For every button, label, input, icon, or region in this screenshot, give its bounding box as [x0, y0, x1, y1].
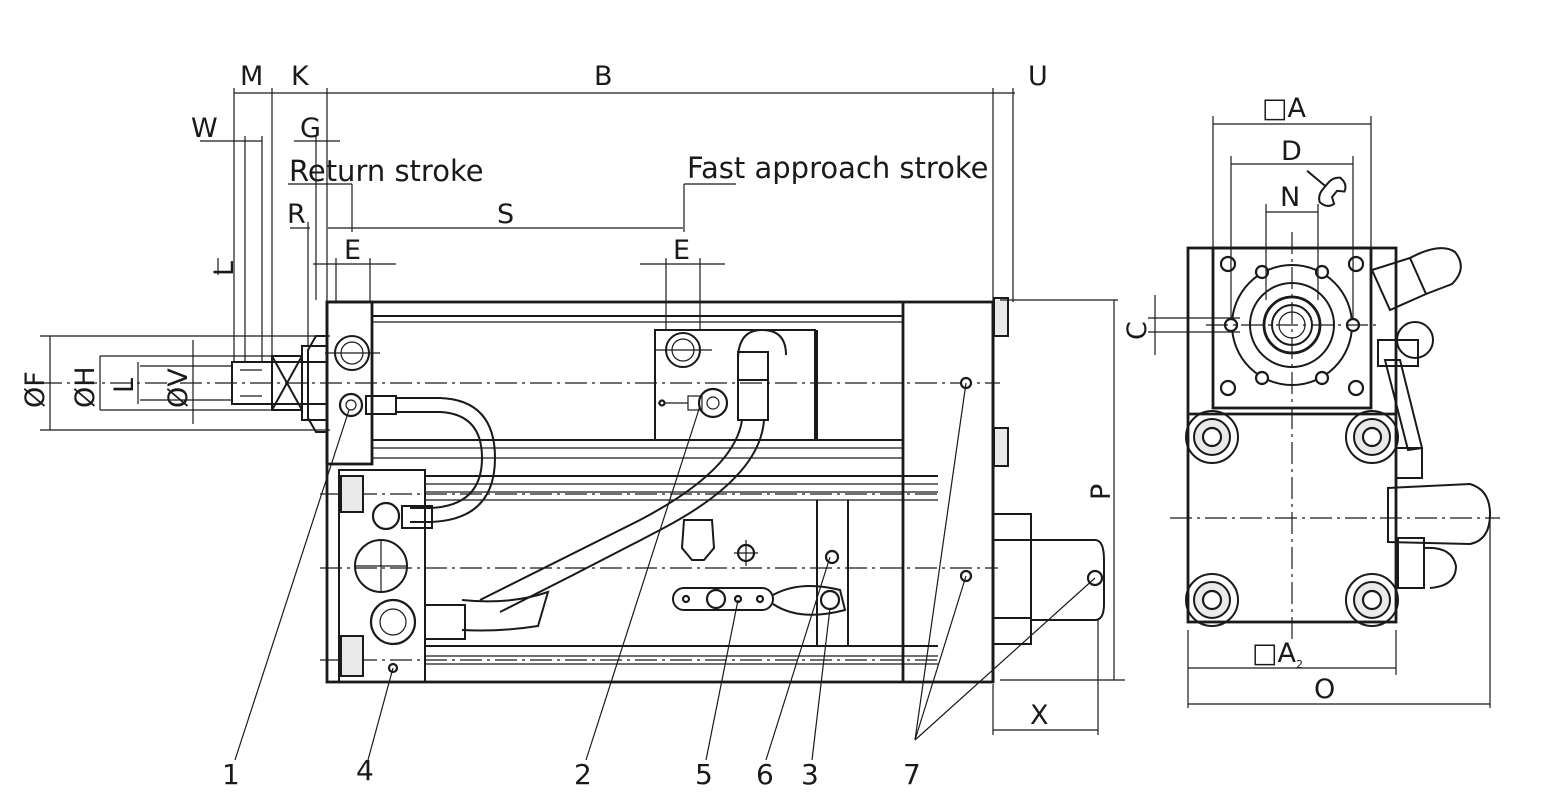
dim-L-lower: L — [109, 378, 140, 393]
callout-4: 4 — [356, 754, 374, 787]
dim-M: M — [240, 61, 263, 92]
dim-OH: ØH — [70, 366, 101, 408]
callout-leaders — [234, 382, 1096, 761]
dim-E-left: E — [344, 235, 361, 266]
hose-long — [479, 419, 743, 601]
front-view — [1148, 116, 1500, 708]
dim-S: S — [497, 199, 514, 230]
dim-OF: ØF — [20, 371, 51, 408]
dim-A-top: □A — [1262, 93, 1307, 124]
dim-B: B — [594, 61, 613, 92]
callout-numbers: 1 4 2 5 6 3 7 — [222, 754, 921, 791]
callout-7: 7 — [903, 758, 921, 791]
dim-W: W — [191, 113, 218, 144]
dim-O: O — [1314, 674, 1335, 705]
dim-D: D — [1281, 136, 1302, 167]
dim-OV: ØV — [163, 368, 194, 408]
dim-C: C — [1122, 321, 1153, 340]
dim-X: X — [1030, 700, 1049, 731]
dim-L-upper: L — [209, 261, 240, 276]
callout-3: 3 — [801, 758, 819, 791]
dim-P: P — [1086, 484, 1117, 500]
wrench-icon — [1306, 169, 1347, 207]
dim-K: K — [291, 61, 310, 92]
return-stroke-label: Return stroke — [289, 154, 484, 188]
callout-6: 6 — [756, 758, 774, 791]
hose-loop — [396, 397, 497, 523]
dim-R: R — [287, 199, 306, 230]
dim-U: U — [1028, 61, 1048, 92]
side-view — [40, 88, 1125, 735]
dim-N: N — [1280, 182, 1300, 213]
adjust-slot — [672, 587, 774, 611]
callout-1: 1 — [222, 758, 240, 791]
callout-5: 5 — [695, 758, 713, 791]
dim-E-right: E — [673, 235, 690, 266]
callout-2: 2 — [574, 758, 592, 791]
fast-approach-stroke-label: Fast approach stroke — [687, 151, 989, 185]
dimension-labels: M K B U W G Return stroke Fast approach … — [20, 61, 1335, 731]
dim-A2-subscript: 2 — [1296, 658, 1303, 671]
dim-A2: □A — [1252, 638, 1297, 669]
dim-G: G — [300, 113, 321, 144]
